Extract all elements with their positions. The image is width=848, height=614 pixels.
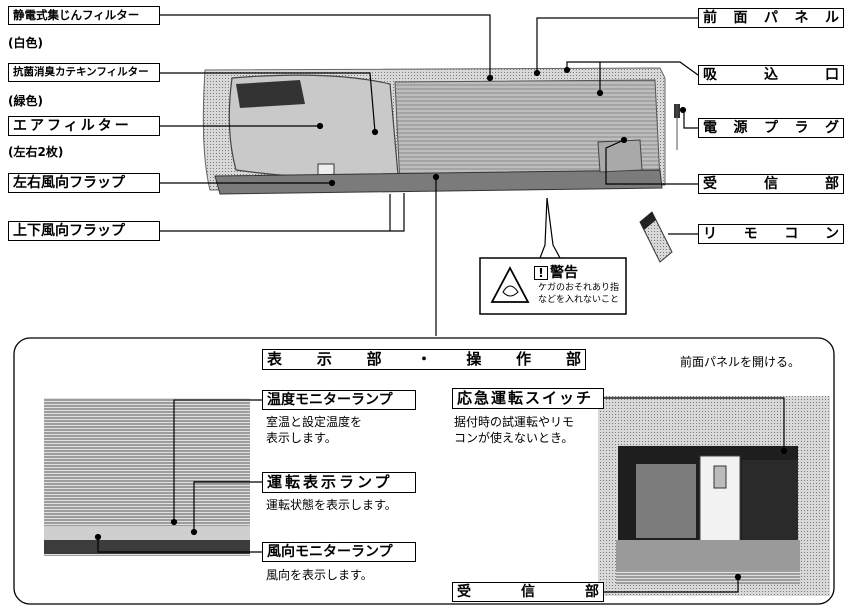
label-power-plug: 電源プラグ xyxy=(698,118,844,138)
emergency-switch-desc: 据付時の試運転やリモコンが使えないとき。 xyxy=(454,415,575,445)
run-lamp-desc: 運転状態を表示します。 xyxy=(266,498,397,512)
label-temp-monitor-lamp: 温度モニターランプ xyxy=(262,390,416,410)
open-panel-note: 前面パネルを開ける。 xyxy=(680,355,801,369)
lower-panel-frame xyxy=(13,337,835,605)
warning-triangle-icon xyxy=(490,266,530,303)
label-air-filter-count: (左右2枚) xyxy=(8,145,64,159)
label-electrostatic-filter: 静電式集じんフィルター xyxy=(8,6,160,25)
panel-leader-lines xyxy=(94,397,788,593)
warning-line-2: などを入れないこと xyxy=(538,295,620,305)
label-electrostatic-filter-color: (白色) xyxy=(8,36,43,50)
label-emergency-switch: 応急運転スイッチ xyxy=(452,388,604,409)
label-front-panel: 前面パネル xyxy=(698,8,844,28)
label-air-inlet: 吸込口 xyxy=(698,65,844,85)
leader-lines xyxy=(160,14,699,336)
warning-line-1: ケガのおそれあり指 xyxy=(538,283,620,293)
label-panel-receiver: 受信部 xyxy=(452,582,604,602)
label-catechin-filter: 抗菌消臭カテキンフィルター xyxy=(8,63,160,82)
wind-lamp-desc: 風向を表示します。 xyxy=(266,568,373,582)
label-vertical-flap: 上下風向フラップ xyxy=(8,221,160,241)
label-run-indicator-lamp: 運転表示ランプ xyxy=(262,472,416,493)
warning-text: ケガのおそれあり指 などを入れないこと xyxy=(538,282,619,306)
temp-lamp-desc: 室温と設定温度を表示します。 xyxy=(266,415,363,445)
label-air-filter: エアフィルター xyxy=(8,116,160,136)
power-plug-drawing xyxy=(674,104,680,150)
label-remote-control: リモコン xyxy=(698,224,844,244)
label-wind-monitor-lamp: 風向モニターランプ xyxy=(262,542,416,562)
label-catechin-filter-color: (緑色) xyxy=(8,94,43,108)
display-area-picture xyxy=(44,398,250,556)
label-receiver: 受信部 xyxy=(698,174,844,194)
fan-symbol-icon xyxy=(502,285,519,297)
heading-display-operation: 表示部・操作部 xyxy=(262,349,586,370)
open-panel-picture xyxy=(598,396,830,596)
remote-control-drawing xyxy=(639,211,673,263)
warning-title: !警告 xyxy=(534,262,578,282)
caution-icon: ! xyxy=(534,266,548,280)
label-horizontal-flap: 左右風向フラップ xyxy=(8,173,160,193)
